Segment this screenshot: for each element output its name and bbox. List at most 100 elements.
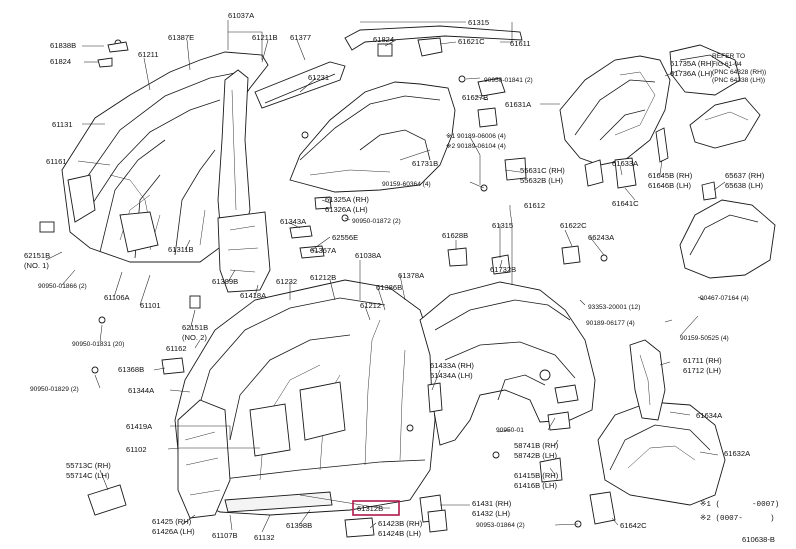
part-label: 61419A xyxy=(126,422,153,431)
part-label: 61212 xyxy=(360,301,381,310)
part-label: 61037A xyxy=(228,11,255,20)
clip-a xyxy=(458,75,466,83)
part-label: 61838B xyxy=(50,41,76,50)
part-label: 61641C xyxy=(612,199,639,208)
bracket-lower-r2 xyxy=(547,411,571,431)
part-labels: 61838B 61824 61211 61387E 61037A 61211B … xyxy=(24,11,766,542)
part-label: 61611 xyxy=(510,39,531,48)
bracket-lower-mid xyxy=(427,382,443,413)
bracket-bottom-left xyxy=(87,484,127,516)
part-label: 90950-01872 (2) xyxy=(352,218,401,225)
part-label: 90159-60364 (4) xyxy=(382,181,431,188)
part-label: 61634A xyxy=(696,411,723,420)
part-label: 61344A xyxy=(128,386,155,395)
part-label: 61621C xyxy=(458,37,485,46)
part-label: 61315 xyxy=(492,221,513,230)
part-label: 61132 xyxy=(254,533,275,542)
part-label: 61824 xyxy=(50,57,71,66)
part-label: (PNC 64328 (RH)) xyxy=(712,69,766,76)
plug-b xyxy=(189,295,201,309)
part-label: 61378A xyxy=(398,271,425,280)
part-label: 58741B (RH) xyxy=(514,441,559,450)
part-label: 90950-01866 (2) xyxy=(38,283,87,290)
part-label: 61389B xyxy=(212,277,238,286)
part-label: 61038A xyxy=(355,251,382,260)
part-label: 61102 xyxy=(126,445,147,454)
part-label: 61627B xyxy=(462,93,488,102)
part-label: 61622C xyxy=(560,221,587,230)
quarter-panel-lower xyxy=(419,281,596,446)
part-label: ※1 90189-06006 (4) xyxy=(446,133,506,140)
part-label: 61398B xyxy=(286,521,312,530)
part-label: 61426A (LH) xyxy=(152,527,195,536)
footnote-2-range: ) xyxy=(770,515,775,523)
part-label: 61646B (LH) xyxy=(648,181,692,190)
bracket-tiny-2 xyxy=(299,245,325,259)
part-label: 58742B (LH) xyxy=(514,451,558,460)
quarter-inner-vertical xyxy=(629,339,666,421)
part-label: 61712 (LH) xyxy=(683,366,721,375)
part-label: 90950-01829 (2) xyxy=(30,386,79,393)
part-label: 61325A (RH) xyxy=(325,195,369,204)
part-label: 61161 xyxy=(46,157,67,166)
bracket-lower-r5 xyxy=(427,509,448,533)
bracket-lower-r3 xyxy=(539,457,563,483)
part-label: 55713C (RH) xyxy=(66,461,111,470)
roof-rail-strip xyxy=(344,25,523,51)
part-label: 61736A (LH) xyxy=(670,69,713,78)
part-label: 61211 xyxy=(138,50,159,59)
part-label: 61431 (RH) xyxy=(472,499,512,508)
highlight-box xyxy=(352,500,400,516)
part-label: 61131 xyxy=(52,120,73,129)
part-label: 61232 xyxy=(276,277,297,286)
part-label: 61377 xyxy=(290,33,311,42)
part-label: 61315 xyxy=(468,18,489,27)
part-label: 90950-01 xyxy=(496,427,524,434)
front-lower-section xyxy=(177,399,231,519)
part-label: 61386B xyxy=(376,283,402,292)
part-label: 61433A (RH) xyxy=(430,361,474,370)
part-label: 61231 xyxy=(308,73,329,82)
wheel-housing-upper xyxy=(559,55,671,166)
part-label: 66243A xyxy=(588,233,615,242)
part-label: 61731B xyxy=(412,159,438,168)
bracket-refer-fig xyxy=(689,97,761,149)
part-label: REFER TO xyxy=(712,53,745,60)
bracket-bottom-center xyxy=(344,517,375,538)
part-label: 61645B (RH) xyxy=(648,171,693,180)
part-label: 93353-20001 (12) xyxy=(588,304,640,311)
bracket-small-b xyxy=(417,37,443,57)
part-label: 90467-07164 (4) xyxy=(700,295,749,302)
part-label: 61368B xyxy=(118,365,144,374)
part-label: 61612 xyxy=(524,201,545,210)
part-label: 61632A xyxy=(724,449,751,458)
brace-small-4 xyxy=(701,181,717,201)
part-label: 61162 xyxy=(166,344,187,353)
bracket-tiny-1 xyxy=(289,225,313,239)
part-label: 90953-01864 (2) xyxy=(476,522,525,529)
part-label: 61343A xyxy=(280,217,307,226)
part-label: 61418A xyxy=(240,291,267,300)
part-label: 65637 (RH) xyxy=(725,171,765,180)
part-label: 61824 xyxy=(373,35,394,44)
part-label: 61326A (LH) xyxy=(325,205,368,214)
wheel-house-liner-right xyxy=(679,199,776,279)
plug-a xyxy=(39,221,55,233)
part-number-highlighted[interactable]: 61312B xyxy=(357,504,383,513)
part-label: 62151B xyxy=(182,323,208,332)
part-label: 65638 (LH) xyxy=(725,181,763,190)
part-label: 61416B (LH) xyxy=(514,481,558,490)
part-label: 61425 (RH) xyxy=(152,517,192,526)
part-label: 62151B xyxy=(24,251,50,260)
part-label: 61434A (LH) xyxy=(430,371,473,380)
part-label: 55714C (LH) xyxy=(66,471,110,480)
part-label: ※2 90189-06104 (4) xyxy=(446,143,506,150)
part-label: 61628B xyxy=(442,231,468,240)
leader-lines xyxy=(45,20,726,533)
bracket-top-right xyxy=(669,44,741,96)
brace-small-1 xyxy=(584,159,604,187)
part-label: 61107B xyxy=(212,531,238,540)
quarter-panel-upper xyxy=(289,81,456,193)
part-label: 55632B (LH) xyxy=(520,176,564,185)
part-label: 55631C (RH) xyxy=(520,166,565,175)
